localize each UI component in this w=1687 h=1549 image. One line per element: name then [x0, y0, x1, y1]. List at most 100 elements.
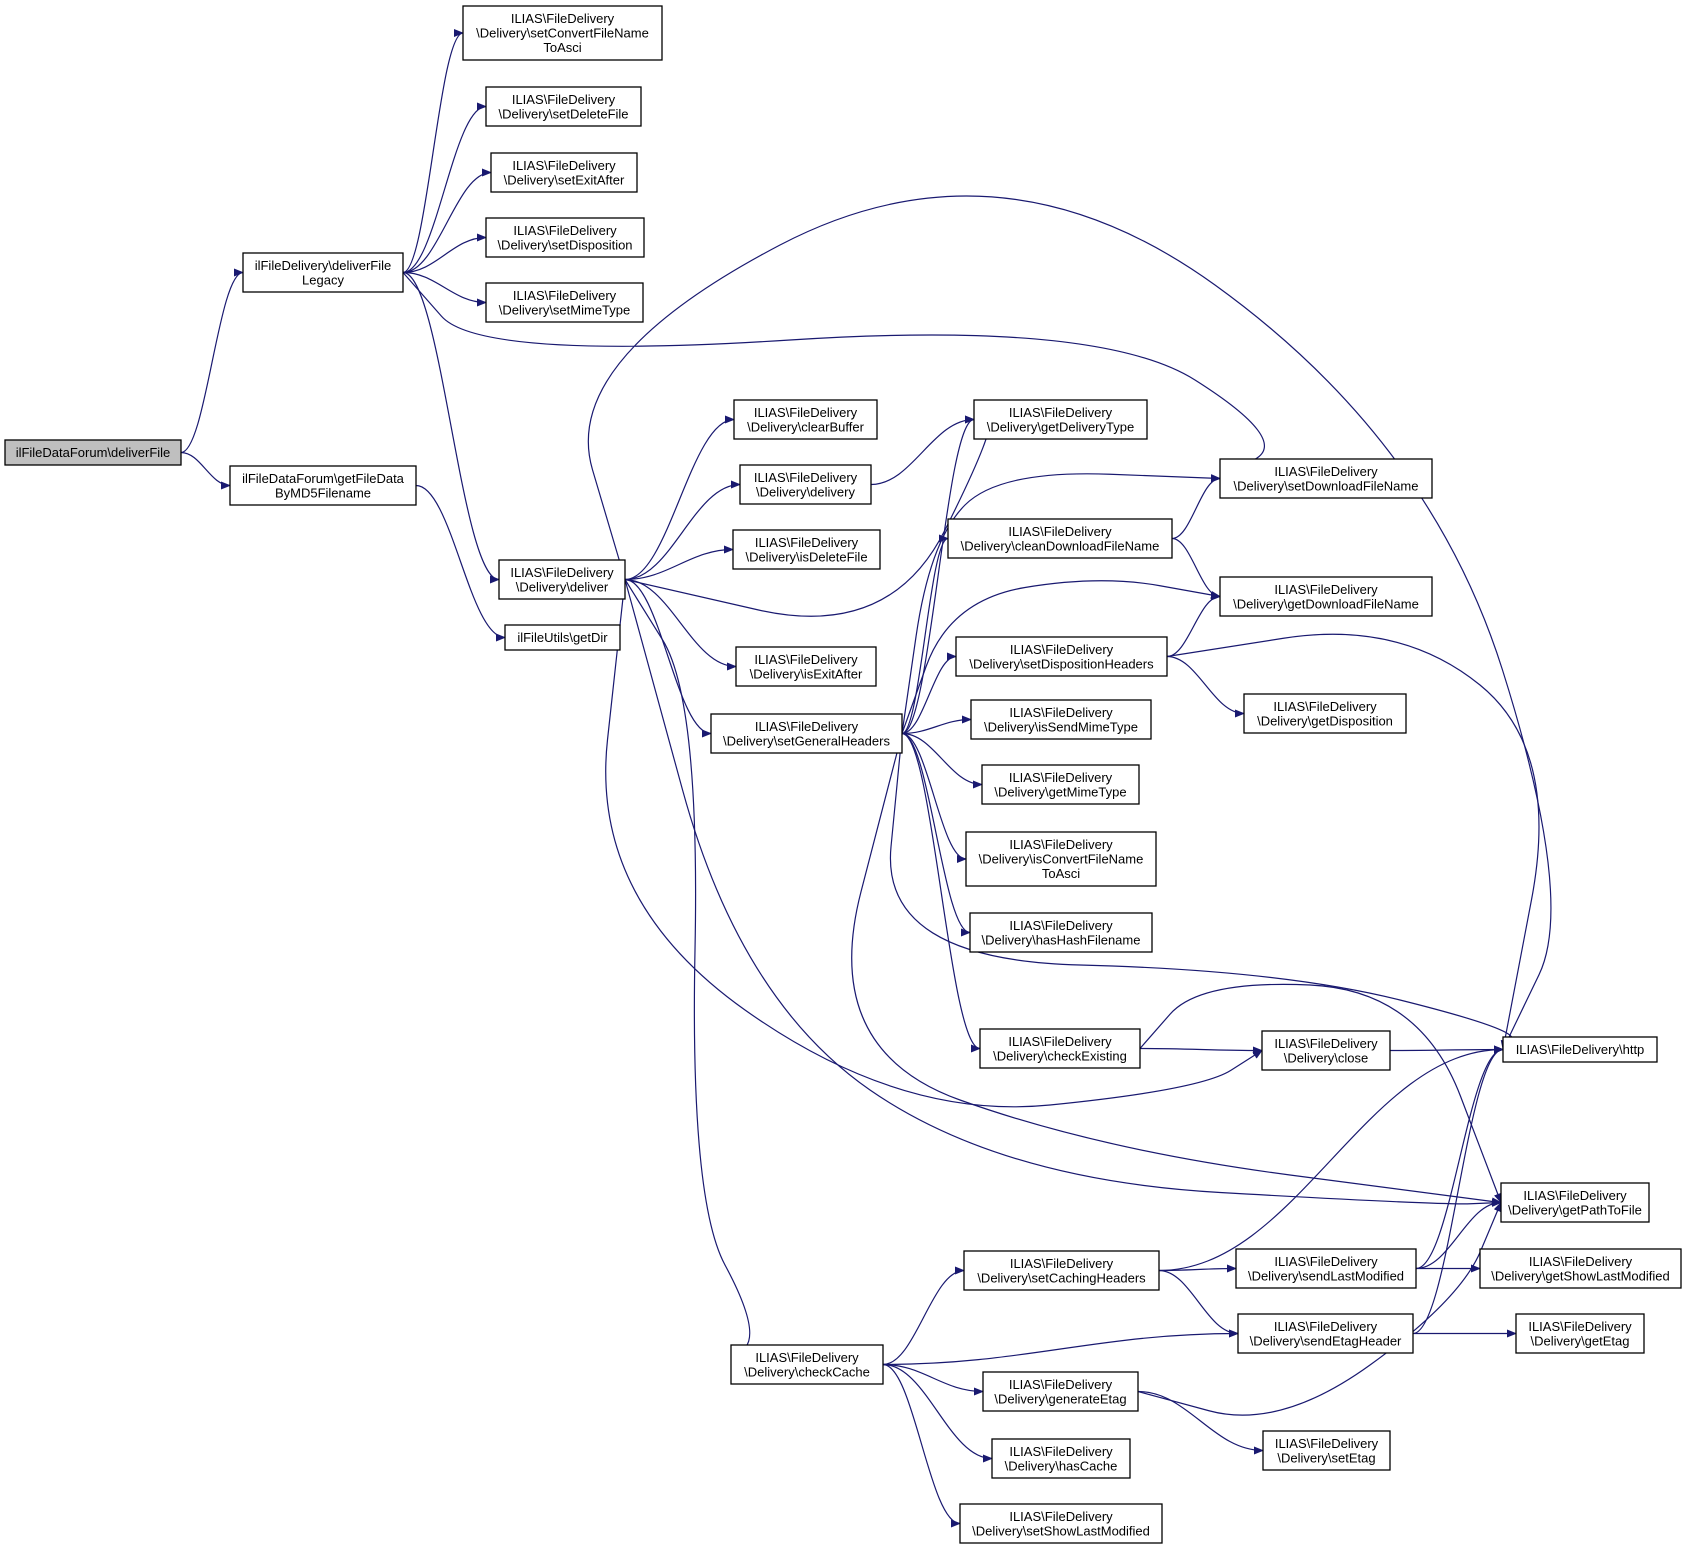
node-isExitAfter[interactable]: ILIAS\FileDelivery\Delivery\isExitAfter [735, 646, 877, 687]
node-hasHashFilename[interactable]: ILIAS\FileDelivery\Delivery\hasHashFilen… [969, 912, 1153, 953]
node-setMimeType[interactable]: ILIAS\FileDelivery\Delivery\setMimeType [485, 282, 644, 323]
node-sendLastModified[interactable]: ILIAS\FileDelivery\Delivery\sendLastModi… [1235, 1248, 1417, 1289]
node-setDownloadFileName[interactable]: ILIAS\FileDelivery\Delivery\setDownloadF… [1219, 458, 1433, 499]
node-getDownloadFileName[interactable]: ILIAS\FileDelivery\Delivery\getDownloadF… [1219, 576, 1433, 617]
node-setGeneralHeaders[interactable]: ILIAS\FileDelivery\Delivery\setGeneralHe… [710, 713, 903, 754]
edge-line [901, 732, 981, 1053]
edge-sendEtagHeader-to-http [1412, 1045, 1504, 1335]
edge-setGeneralHeaders-to-cleanDownloadFileName [901, 534, 949, 735]
node-setDisposition[interactable]: ILIAS\FileDelivery\Delivery\setDispositi… [485, 217, 645, 258]
node-setExitAfter[interactable]: ILIAS\FileDelivery\Delivery\setExitAfter [490, 152, 638, 193]
edge-line [415, 484, 506, 642]
node-label: ILIAS\FileDelivery [754, 405, 858, 420]
node-label: \Delivery\hasCache [1005, 1458, 1118, 1473]
node-box [485, 86, 642, 127]
edge-line [402, 168, 492, 274]
node-http[interactable]: ILIAS\FileDelivery\http [1502, 1036, 1658, 1063]
edge-line [1415, 1198, 1502, 1270]
node-box [1479, 1248, 1682, 1289]
node-getMimeType[interactable]: ILIAS\FileDelivery\Delivery\getMimeType [981, 764, 1140, 805]
node-setEtag[interactable]: ILIAS\FileDelivery\Delivery\setEtag [1262, 1430, 1391, 1471]
node-cleanDownloadFileName[interactable]: ILIAS\FileDelivery\Delivery\cleanDownloa… [947, 518, 1173, 559]
edge-line [1158, 1269, 1239, 1338]
edge-checkCache-to-setShowLastModified [882, 1363, 961, 1528]
node-deliverFile[interactable]: ilFileDataForum\deliverFile [4, 439, 182, 466]
node-getDir[interactable]: ilFileUtils\getDir [504, 624, 621, 651]
node-deliver[interactable]: ILIAS\FileDelivery\Delivery\deliver [498, 559, 626, 600]
node-getDisposition[interactable]: ILIAS\FileDelivery\Delivery\getDispositi… [1243, 693, 1407, 734]
node-box [1237, 1313, 1414, 1354]
node-label: \Delivery\setDownloadFileName [1234, 478, 1419, 493]
edge-sendLastModified-to-http [1415, 1045, 1504, 1270]
node-box [732, 529, 881, 570]
node-isDeleteFile[interactable]: ILIAS\FileDelivery\Delivery\isDeleteFile [732, 529, 881, 570]
node-setDeleteFile[interactable]: ILIAS\FileDelivery\Delivery\setDeleteFil… [485, 86, 642, 127]
edge-line [901, 415, 975, 735]
edge-setCachingHeaders-to-sendEtagHeader [1158, 1269, 1239, 1338]
node-box [735, 646, 877, 687]
node-isConvertFileNameToAsci[interactable]: ILIAS\FileDelivery\Delivery\isConvertFil… [965, 831, 1157, 887]
node-getShowLastModified[interactable]: ILIAS\FileDelivery\Delivery\getShowLastM… [1479, 1248, 1682, 1289]
edge-deliver-to-checkCache [624, 579, 751, 1366]
node-checkExisting[interactable]: ILIAS\FileDelivery\Delivery\checkExistin… [979, 1028, 1141, 1069]
node-clearBuffer[interactable]: ILIAS\FileDelivery\Delivery\clearBuffer [733, 399, 878, 440]
edge-line [402, 29, 464, 274]
node-box [970, 699, 1152, 740]
edge-sendLastModified-to-getPathToFile [1415, 1198, 1502, 1270]
node-box [1243, 693, 1407, 734]
node-label: ILIAS\FileDelivery [1009, 770, 1113, 785]
edge-line [901, 534, 949, 735]
node-label: ilFileDataForum\getFileData [242, 471, 405, 486]
node-label: \Delivery\hasHashFilename [982, 932, 1141, 947]
edge-line [402, 271, 487, 307]
node-getPathToFile[interactable]: ILIAS\FileDelivery\Delivery\getPathToFil… [1500, 1182, 1650, 1223]
edge-deliver-to-close [605, 579, 1263, 1108]
node-box [982, 1371, 1139, 1412]
edge-line [624, 415, 991, 617]
node-label: \Delivery\setConvertFileName [476, 26, 649, 41]
edge-line [901, 473, 1221, 734]
edge-deliverFile-to-getFileDataByMD5Filename [180, 451, 231, 490]
edge-line [889, 733, 1513, 1051]
node-box [947, 518, 1173, 559]
node-getDeliveryType[interactable]: ILIAS\FileDelivery\Delivery\getDeliveryT… [973, 399, 1148, 440]
edge-cleanDownloadFileName-to-getDownloadFileName [1171, 537, 1221, 601]
node-label: ILIAS\FileDelivery [1009, 1509, 1113, 1524]
node-close[interactable]: ILIAS\FileDelivery\Delivery\close [1261, 1030, 1391, 1071]
node-label: \Delivery\sendLastModified [1248, 1268, 1404, 1283]
node-box [229, 465, 417, 506]
edge-setGeneralHeaders-to-isConvertFileNameToAsci [901, 732, 967, 863]
node-box [710, 713, 903, 754]
node-label: ILIAS\FileDelivery [1009, 918, 1113, 933]
edge-line [1166, 655, 1245, 718]
node-setDispositionHeaders[interactable]: ILIAS\FileDelivery\Delivery\setDispositi… [955, 636, 1168, 677]
node-setShowLastModified[interactable]: ILIAS\FileDelivery\Delivery\setShowLastM… [959, 1503, 1163, 1544]
edge-line [605, 579, 1263, 1108]
node-isSendMimeType[interactable]: ILIAS\FileDelivery\Delivery\isSendMimeTy… [970, 699, 1152, 740]
node-label: \Delivery\sendEtagHeader [1250, 1333, 1402, 1348]
node-label: \Delivery\isDeleteFile [745, 549, 867, 564]
node-hasCache[interactable]: ILIAS\FileDelivery\Delivery\hasCache [991, 1438, 1131, 1479]
node-checkCache[interactable]: ILIAS\FileDelivery\Delivery\checkCache [730, 1344, 884, 1385]
edge-line [901, 580, 1221, 734]
node-box [959, 1503, 1163, 1544]
edge-checkExisting-to-close [1139, 1046, 1263, 1055]
node-sendEtagHeader[interactable]: ILIAS\FileDelivery\Delivery\sendEtagHead… [1237, 1313, 1414, 1354]
node-getEtag[interactable]: ILIAS\FileDelivery\Delivery\getEtag [1515, 1313, 1645, 1354]
node-label: \Delivery\getDeliveryType [987, 419, 1134, 434]
edge-deliverFileLegacy-to-setConvertFileNameToAsci [402, 29, 464, 274]
node-label: ILIAS\FileDelivery [1273, 699, 1377, 714]
node-delivery[interactable]: ILIAS\FileDelivery\Delivery\delivery [739, 464, 872, 505]
node-generateEtag[interactable]: ILIAS\FileDelivery\Delivery\generateEtag [982, 1371, 1139, 1412]
node-label: \Delivery\isExitAfter [750, 666, 863, 681]
node-label: ILIAS\FileDelivery [754, 470, 858, 485]
node-label: ILIAS\FileDelivery [1274, 1036, 1378, 1051]
edge-line [1158, 1264, 1237, 1273]
node-label: Legacy [302, 272, 344, 287]
node-setConvertFileNameToAsci[interactable]: ILIAS\FileDelivery\Delivery\setConvertFi… [462, 5, 663, 61]
node-label: ILIAS\FileDelivery [1523, 1188, 1627, 1203]
edge-line [901, 732, 971, 937]
node-setCachingHeaders[interactable]: ILIAS\FileDelivery\Delivery\setCachingHe… [963, 1250, 1160, 1291]
